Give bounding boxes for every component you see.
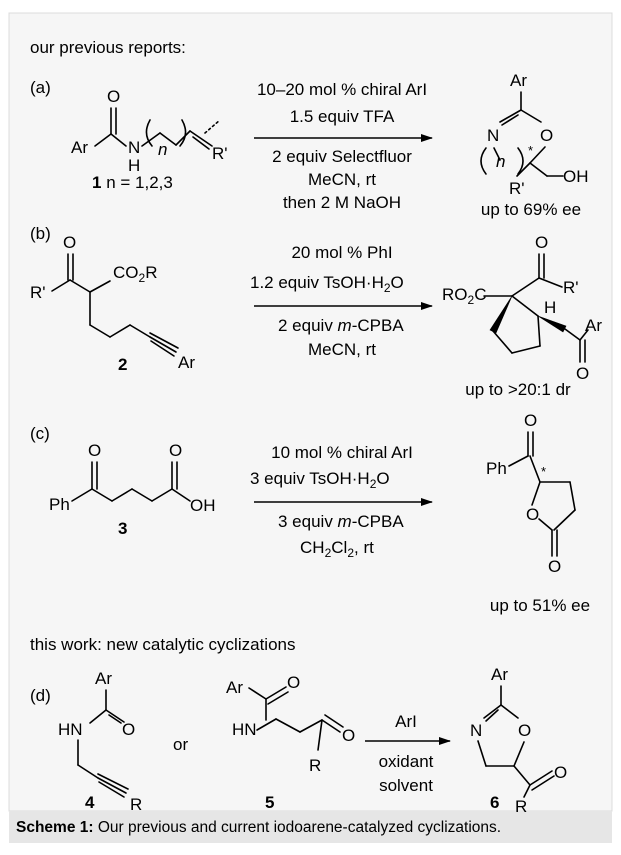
product-b-structure: RO2C O R' H O Ar <box>442 233 602 383</box>
atom-co2r: CO2R <box>113 263 157 285</box>
atom-o: O <box>88 441 101 460</box>
reactant-5-number: 5 <box>265 793 274 812</box>
atom-r-prime: R' <box>30 283 46 302</box>
panel-c-result: up to 51% ee <box>490 596 590 615</box>
atom-ar: Ar <box>71 138 88 157</box>
reactant-1-caption: 1 n = 1,2,3 <box>92 173 173 192</box>
atom-n-index: n <box>158 140 167 159</box>
atom-o: O <box>63 233 76 252</box>
atom-ar: Ar <box>226 678 243 697</box>
atom-n: N <box>487 126 499 145</box>
atom-o: O <box>548 557 561 576</box>
atom-hn: HN <box>232 720 257 739</box>
atom-r-prime: R' <box>509 179 525 198</box>
panel-d-condition-1: ArI <box>395 712 417 731</box>
atom-oh: OH <box>563 167 589 186</box>
atom-o: O <box>524 411 537 430</box>
atom-n: N <box>128 138 140 157</box>
panel-b-condition-2: 1.2 equiv TsOH·H2O <box>250 273 404 295</box>
panel-a-condition-3: 2 equiv Selectfluor <box>272 147 412 166</box>
panel-a-condition-1: 10–20 mol % chiral ArI <box>257 80 427 99</box>
atom-o: O <box>122 720 135 739</box>
panel-b-condition-3: 2 equiv m-CPBA <box>278 316 404 335</box>
reactant-4-number: 4 <box>85 793 95 812</box>
panel-a-condition-5: then 2 M NaOH <box>283 193 401 212</box>
atom-ar: Ar <box>178 353 195 372</box>
atom-r: R <box>130 795 142 814</box>
panel-b-label: (b) <box>30 224 51 243</box>
atom-h: H <box>128 156 140 175</box>
panel-b-condition-1: 20 mol % PhI <box>291 243 392 262</box>
atom-o: O <box>554 763 567 782</box>
product-6-number: 6 <box>490 793 499 812</box>
atom-ro2c: RO2C <box>442 285 486 307</box>
atom-ph: Ph <box>486 459 507 478</box>
panel-d-condition-3: solvent <box>379 776 433 795</box>
panel-a-label: (a) <box>30 78 51 97</box>
atom-o: O <box>287 673 300 692</box>
atom-oh: OH <box>190 496 216 515</box>
panel-b: (b) O R' CO2R Ar 2 20 mol % PhI 1.2 equi… <box>30 224 602 399</box>
panel-d: (d) Ar O HN R 4 or Ar O HN <box>30 665 567 816</box>
caption-text: Our previous and current iodoarene-catal… <box>94 819 502 836</box>
atom-ar: Ar <box>585 316 602 335</box>
caption-bar <box>9 811 612 843</box>
product-6-structure: Ar N O O R <box>470 665 567 816</box>
panel-a-condition-2: 1.5 equiv TFA <box>290 107 395 126</box>
panel-a-result: up to 69% ee <box>481 200 581 219</box>
atom-o: O <box>535 233 548 252</box>
atom-h: H <box>544 298 556 317</box>
atom-n: N <box>470 721 482 740</box>
product-c-structure: Ph O * O O <box>486 411 576 576</box>
atom-r: R <box>309 756 321 775</box>
atom-r-prime: R' <box>212 144 228 163</box>
panel-a-condition-4: MeCN, rt <box>308 170 376 189</box>
atom-ar: Ar <box>491 665 508 684</box>
atom-ar: Ar <box>95 669 112 688</box>
panel-b-condition-4: MeCN, rt <box>308 340 376 359</box>
atom-o: O <box>169 441 182 460</box>
reactant-4-structure: Ar O HN R <box>58 669 142 814</box>
atom-o: O <box>518 721 531 740</box>
atom-r-prime: R' <box>563 278 579 297</box>
or-text: or <box>173 735 188 754</box>
reactant-3-structure: Ph O O OH <box>49 441 216 515</box>
atom-o: O <box>342 726 355 745</box>
panel-c-condition-1: 10 mol % chiral ArI <box>271 443 413 462</box>
panel-a: (a) Ar O N H n R' 1 n = 1,2,3 10–20 mol … <box>30 71 589 219</box>
scheme-panel <box>8 12 613 812</box>
scheme-caption: Scheme 1: Our previous and current iodoa… <box>16 819 501 836</box>
this-work-heading: this work: new catalytic cyclizations <box>30 635 295 654</box>
atom-o: O <box>576 364 589 383</box>
reactant-5-structure: Ar O HN O R <box>226 673 355 775</box>
panel-d-condition-2: oxidant <box>379 752 434 771</box>
previous-reports-heading: our previous reports: <box>30 38 186 57</box>
atom-ar: Ar <box>510 71 527 90</box>
reactant-2-number: 2 <box>118 355 127 374</box>
atom-hn: HN <box>58 720 83 739</box>
atom-ph: Ph <box>49 495 70 514</box>
panel-c: (c) Ph O O OH 3 10 mol % chiral ArI 3 eq… <box>30 411 590 615</box>
atom-n-index: n <box>496 152 505 171</box>
caption-label: Scheme 1: <box>16 819 94 836</box>
panel-c-condition-4: CH2Cl2, rt <box>300 538 374 560</box>
reactant-2-structure: O R' CO2R Ar <box>30 233 195 372</box>
atom-o: O <box>540 126 553 145</box>
product-a-structure: Ar N O n * OH R' <box>480 71 589 198</box>
atom-o: O <box>107 87 120 106</box>
panel-c-condition-3: 3 equiv m-CPBA <box>278 512 404 531</box>
panel-c-condition-2: 3 equiv TsOH·H2O <box>250 469 390 491</box>
atom-r: R <box>515 797 527 816</box>
reactant-1-structure: Ar O N H n R' <box>71 87 228 175</box>
atom-o: O <box>526 505 539 524</box>
stereocenter-mark: * <box>528 143 533 158</box>
panel-d-label: (d) <box>30 686 51 705</box>
stereocenter-mark: * <box>541 464 546 479</box>
panel-b-result: up to >20:1 dr <box>465 380 571 399</box>
panel-c-label: (c) <box>30 424 50 443</box>
reactant-3-number: 3 <box>118 519 127 538</box>
